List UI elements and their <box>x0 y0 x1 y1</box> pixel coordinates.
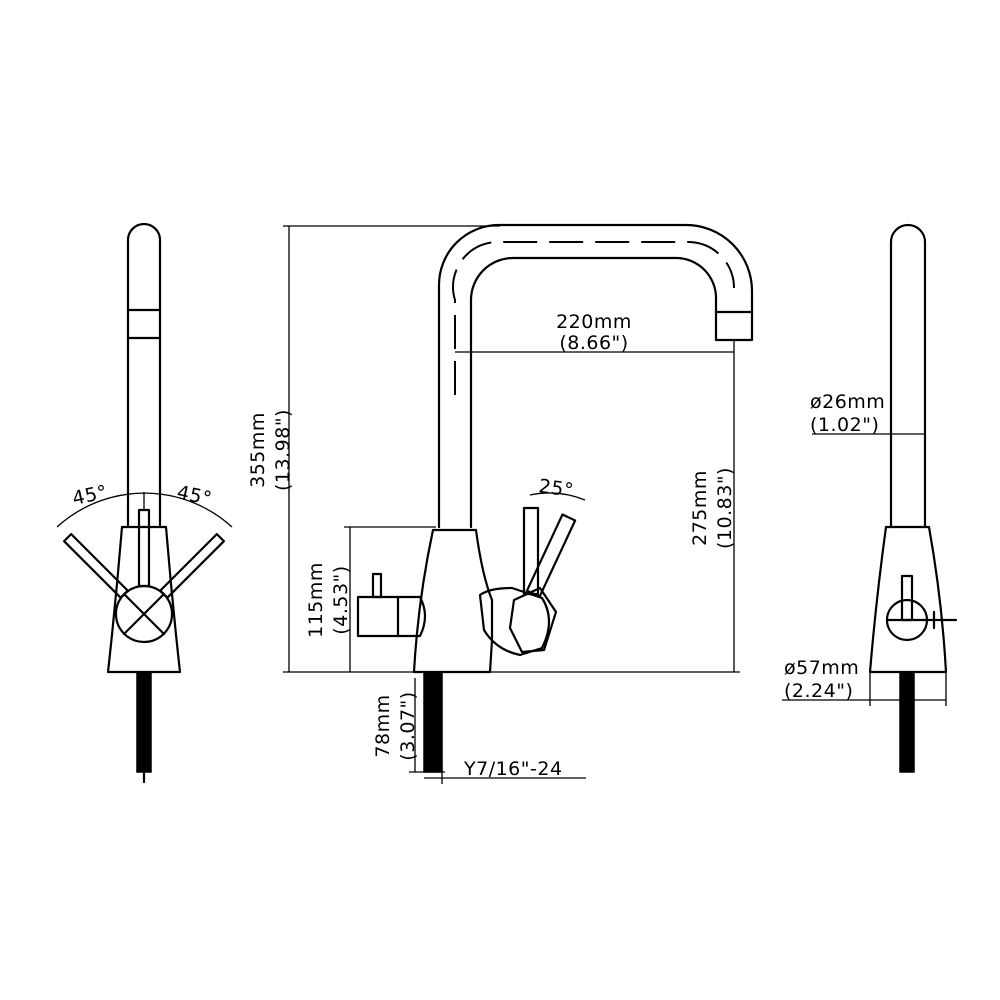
side-view: 355mm (13.98") 220mm (8.66") 275mm (10.8… <box>247 223 754 784</box>
profile-shank <box>899 671 915 773</box>
spout-diameter-in: (1.02") <box>810 414 879 436</box>
spout-height-in: (10.83") <box>714 467 736 549</box>
reach-mm: 220mm <box>556 311 632 333</box>
body-height-in: (4.53") <box>330 565 352 634</box>
profile-lever <box>900 574 914 622</box>
side-spout <box>437 223 754 529</box>
side-spout-tip <box>714 310 754 342</box>
front-lever-right <box>159 532 226 599</box>
front-body <box>106 525 182 674</box>
base-diameter-in: (2.24") <box>784 680 853 702</box>
shank-length-in: (3.07") <box>397 691 419 760</box>
shank-length-mm: 78mm <box>372 694 394 757</box>
handle-angle-label: 25° <box>537 475 575 502</box>
front-shank <box>136 671 152 773</box>
front-view: 45° 45° <box>56 222 233 784</box>
height-total-in: (13.98") <box>272 409 294 491</box>
side-right-tap <box>478 586 551 657</box>
spout-height-mm: 275mm <box>689 470 711 546</box>
profile-view: ø26mm (1.02") ø57mm (2.24") <box>782 223 958 773</box>
front-lever-center <box>137 508 151 588</box>
side-lever-upright <box>522 506 540 596</box>
thread-spec: Y7/16"-24 <box>463 758 563 780</box>
side-lever-tilted <box>525 513 577 598</box>
profile-spout <box>889 223 927 529</box>
height-total-mm: 355mm <box>247 412 269 488</box>
body-height-mm: 115mm <box>305 562 327 638</box>
side-left-tap <box>356 595 427 638</box>
swing-right-label: 45° <box>175 481 214 510</box>
swing-left-label: 45° <box>70 481 109 510</box>
side-shank <box>423 671 443 773</box>
base-diameter-mm: ø57mm <box>784 657 859 679</box>
spout-diameter-mm: ø26mm <box>810 391 885 413</box>
front-spout <box>126 222 162 527</box>
front-lever-left <box>62 532 129 599</box>
reach-in: (8.66") <box>559 332 628 354</box>
